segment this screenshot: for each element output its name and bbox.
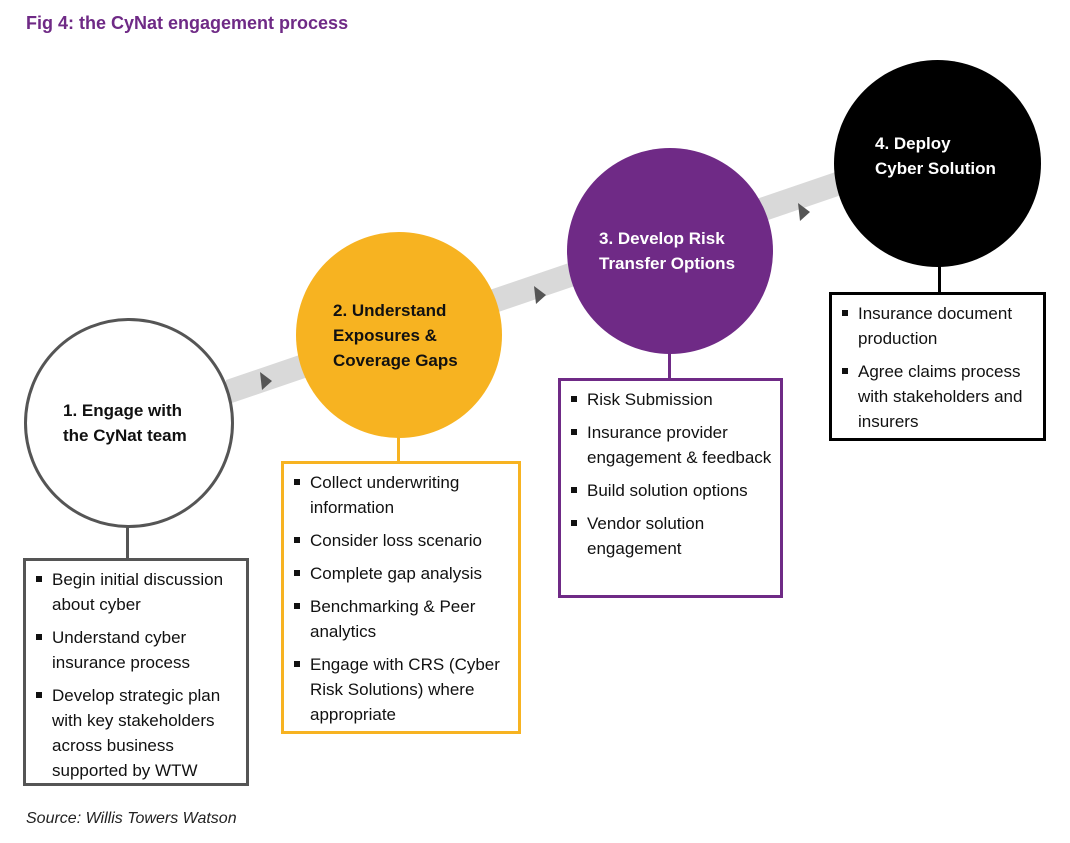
list-item: Insurance provider engagement & feedback (569, 420, 774, 470)
arrow-icon (798, 203, 810, 221)
list-item: Begin initial discussion about cyber (34, 567, 240, 617)
list-item: Insurance document production (840, 301, 1037, 351)
list-item: Consider loss scenario (292, 528, 512, 553)
step-4-title: 4. Deploy Cyber Solution (875, 133, 996, 178)
list-item: Risk Submission (569, 387, 774, 412)
list-item: Develop strategic plan with key stakehol… (34, 683, 240, 783)
list-item: Understand cyber insurance process (34, 625, 240, 675)
step-2-title: 2. Understand Exposures & Coverage Gaps (333, 300, 458, 370)
step-1-box: Begin initial discussion about cyber Und… (23, 558, 249, 786)
step-3-box: Risk Submission Insurance provider engag… (558, 378, 783, 598)
arrow-icon (534, 286, 546, 304)
step-3-circle: 3. Develop Risk Transfer Options (567, 148, 773, 354)
source-caption: Source: Willis Towers Watson (26, 810, 237, 827)
step-2-box: Collect underwriting information Conside… (281, 461, 521, 734)
list-item: Build solution options (569, 478, 774, 503)
step-1-title: 1. Engage with the CyNat team (63, 401, 187, 445)
figure-title: Fig 4: the CyNat engagement process (26, 13, 349, 33)
step-2-connector (397, 430, 400, 464)
step-4-connector (938, 262, 941, 294)
list-item: Engage with CRS (Cyber Risk Solutions) w… (292, 652, 512, 727)
list-item: Vendor solution engagement (569, 511, 774, 561)
list-item: Complete gap analysis (292, 561, 512, 586)
step-4-circle: 4. Deploy Cyber Solution (834, 60, 1041, 267)
arrow-icon (260, 372, 272, 390)
list-item: Collect underwriting information (292, 470, 512, 520)
step-3-title: 3. Develop Risk Transfer Options (599, 229, 736, 273)
step-4-box: Insurance document production Agree clai… (829, 292, 1046, 441)
step-1-circle: 1. Engage with the CyNat team (24, 318, 234, 528)
step-1-connector (126, 520, 129, 560)
list-item: Agree claims process with stakeholders a… (840, 359, 1037, 434)
step-3-connector (668, 345, 671, 381)
list-item: Benchmarking & Peer analytics (292, 594, 512, 644)
step-2-circle: 2. Understand Exposures & Coverage Gaps (296, 232, 502, 438)
